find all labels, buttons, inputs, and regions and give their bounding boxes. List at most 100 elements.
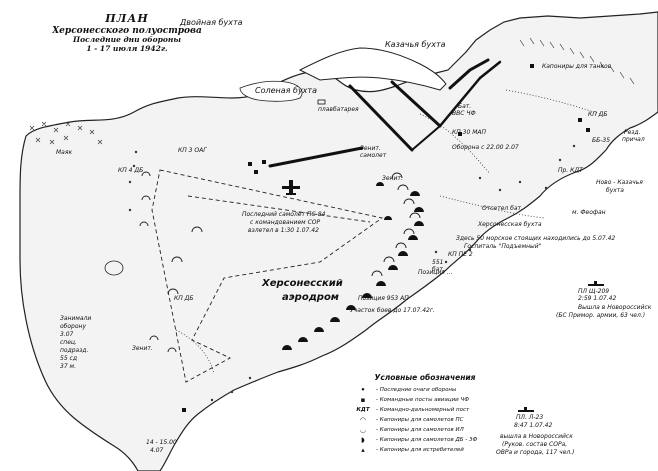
label-left-4: спец. — [60, 339, 77, 346]
defense-points — [128, 144, 576, 402]
label-pr-kdt: Пр. КДТ — [558, 167, 583, 174]
legend-item: ◡ - Капониры для самолетов ИЛ — [350, 425, 500, 435]
coast-cliff-marks — [519, 37, 635, 85]
plavbatareya-marker — [317, 99, 326, 105]
label-kp-pe2: КП ПЕ 2 — [448, 251, 473, 258]
legend-arc-down-icon: ◡ — [360, 426, 366, 434]
legend-item: ◗ - Капониры для самолетов ДБ - 3Ф — [350, 435, 500, 445]
legend-text: - Капониры для истребителей — [376, 447, 464, 453]
label-kaponiry-tankov: Капониры для танков — [542, 63, 612, 70]
label-airfield-2: аэродром — [282, 292, 339, 303]
label-uchastok: Участок боев до 17.07.42г. — [350, 307, 435, 314]
label-left-1: Занимали — [60, 315, 92, 322]
label-l23-2: 8:47 1.07.42 — [514, 422, 553, 429]
map-legend: Условные обозначения • - Последние очаги… — [350, 373, 500, 455]
map-title: ПЛАН Херсонесского полуострова Последние… — [42, 12, 212, 53]
label-kpdb: КП ДБ — [174, 295, 194, 302]
label-bat-vvs-1: Бат. — [458, 103, 472, 110]
label-solenaya-bay: Соленая бухта — [255, 86, 317, 95]
trench-lines — [175, 89, 601, 375]
legend-filled-arc-icon: ◗ — [361, 436, 365, 444]
title-line-4: 1 - 17 июля 1942г. — [86, 43, 168, 53]
legend-text: - Капониры для самолетов ДБ - 3Ф — [376, 437, 478, 443]
label-prichal-2: причал — [622, 136, 645, 143]
label-zenit-1: Зенит. — [360, 145, 381, 152]
cross-marks — [29, 121, 103, 145]
legend-item: ▪ - Командные посты авиации ЧФ — [350, 395, 500, 405]
legend-text: - Командно-дальномерный пост — [376, 407, 470, 413]
label-bottom-1: 14 - 15.00 — [146, 439, 177, 446]
label-ottetel: Отсетел бат. — [482, 205, 523, 212]
kazachya-bay — [298, 47, 447, 91]
label-l23-3: вышла в Новороссийск — [500, 433, 573, 440]
caponiers — [139, 171, 421, 353]
label-shch209-1: ПЛ Щ-209 — [578, 288, 610, 295]
label-shch209-3: Вышла в Новороссийск — [578, 304, 652, 311]
label-gospital: Госпиталь "Подъемный" — [464, 243, 542, 250]
legend-text: - Капониры для самолетов ИЛ — [376, 427, 464, 433]
label-plane-2: с командованием СОР — [250, 219, 321, 226]
peninsula-landmass — [19, 11, 658, 471]
label-novo-kazachya-1: Ново - Казачья — [596, 179, 643, 186]
label-plane-3: взлетел в 1:30 1.07.42 — [248, 227, 319, 234]
label-plavbatareya: плавбатарея — [318, 106, 359, 113]
label-shch209-4: (БС Примор. армии, 63 чел.) — [556, 312, 646, 319]
label-khersones-bukhta: Херсонесская бухта — [478, 221, 542, 228]
label-bat551-1: 551 — [432, 259, 444, 266]
label-left-3: 3.07 — [60, 331, 74, 338]
label-kazachya-bay: Казачья бухта — [385, 40, 446, 49]
label-zdes50: Здесь 50 морское стоящих находились до 5… — [456, 235, 616, 242]
label-pozitsiya: Позиция ... — [418, 269, 453, 276]
label-bat551-2: бат. — [432, 266, 445, 273]
label-l23-1: ПЛ. Л-23 — [516, 414, 544, 421]
label-db35: ББ-35 — [592, 137, 611, 144]
label-zenit-left: Зенит. — [132, 345, 153, 352]
label-bat-vvs-2: ВВС ЧФ — [452, 110, 476, 117]
legend-text: - Последние очаги обороны — [376, 387, 457, 393]
legend-item: КДТ - Командно-дальномерный пост — [350, 405, 500, 415]
label-left-6: 55 сд — [60, 355, 77, 362]
label-kpdb2: КП ДБ — [588, 111, 608, 118]
label-plane-1: Последний самолет ПС-84 — [242, 211, 326, 218]
label-left-5: подразд. — [60, 347, 89, 354]
legend-item: • - Последние очаги обороны — [350, 385, 500, 395]
title-line-2: Херсонесского полуострова — [52, 25, 202, 36]
label-zenit-2: самолет — [360, 152, 387, 159]
label-kp30map-2: Оборона с 22.00 2.07 — [452, 144, 519, 151]
label-mayak: Маяк — [56, 149, 73, 156]
legend-arc-icon: ◠ — [360, 416, 366, 424]
legend-square-icon: ▪ — [360, 396, 366, 404]
label-zenit-3: Зенит. — [382, 175, 403, 182]
legend-item: ◠ - Капониры для самолетов ПС — [350, 415, 500, 425]
label-kp4db: КП 4 ДБ — [118, 167, 144, 174]
label-left-7: 37 м. — [60, 363, 76, 370]
roads — [268, 58, 502, 168]
legend-text: - Командные посты авиации ЧФ — [376, 397, 469, 403]
label-l23-4: (Руков. состав СОРа, — [502, 441, 568, 448]
caponiers-db3f — [282, 182, 424, 350]
command-posts — [182, 64, 590, 412]
airplane-icon — [282, 180, 300, 195]
label-novo-kazachya-2: бухта — [606, 187, 624, 194]
legend-kdt-icon: КДТ — [356, 407, 370, 413]
label-mys-feofan: м. Феофан — [572, 209, 606, 216]
label-kp30map-1: КП 30 МАП — [452, 129, 487, 136]
legend-heading: Условные обозначения — [374, 373, 476, 382]
label-left-2: оборону — [60, 323, 86, 330]
legend-item: ▴ - Капониры для истребителей — [350, 445, 500, 455]
legend-text: - Капониры для самолетов ПС — [376, 417, 464, 423]
title-line-1: ПЛАН — [105, 12, 149, 25]
label-dvoynaya-bay: Двойная бухта — [180, 18, 243, 27]
label-bat953: Позиция 953 АП — [358, 295, 409, 302]
submarine-icons — [518, 281, 604, 412]
label-airfield-1: Херсонесский — [262, 278, 343, 289]
label-prichal-1: Резд. — [624, 129, 641, 136]
label-bottom-2: 4.07 — [150, 447, 164, 454]
island — [104, 260, 124, 276]
legend-triangle-icon: ▴ — [361, 446, 365, 454]
legend-dot-icon: • — [360, 386, 366, 394]
label-l23-5: ОВРа и города, 117 чел.) — [496, 449, 575, 456]
label-kp3oag: КП 3 ОАГ — [178, 147, 207, 154]
title-line-3: Последние дни обороны — [73, 34, 181, 44]
